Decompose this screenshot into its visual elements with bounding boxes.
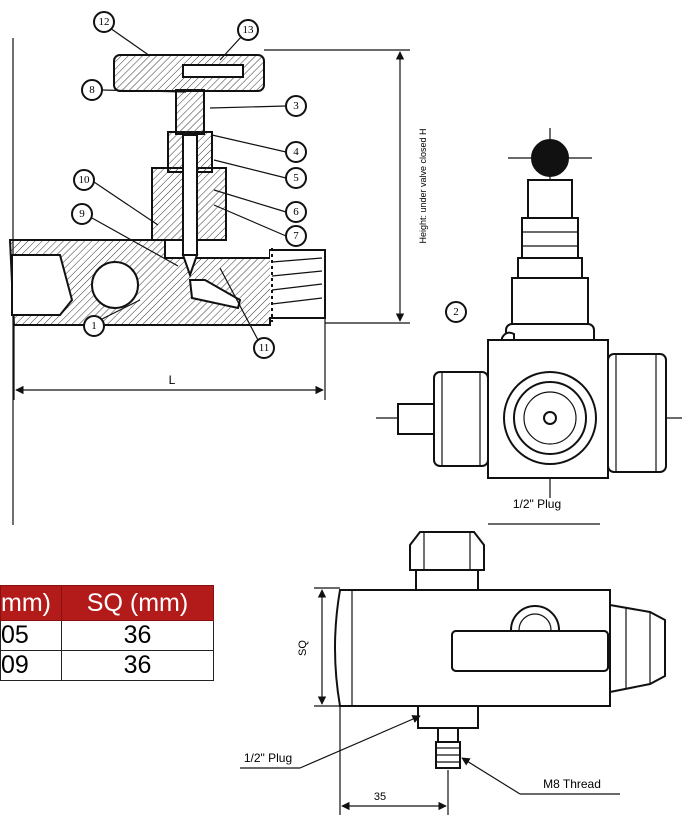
- callout-9: 9: [71, 203, 93, 225]
- dimension-H-label: Height: under valve closed H: [418, 128, 428, 243]
- table-cell: 36: [60, 620, 214, 651]
- dimension-35: 35: [339, 706, 449, 815]
- plug-hex-top: [409, 531, 485, 571]
- callout-2: 2: [445, 301, 467, 323]
- dimension-L: L: [13, 318, 326, 400]
- svg-text:2: 2: [453, 306, 459, 318]
- callout-6: 6: [285, 201, 307, 223]
- callout-13: 13: [237, 19, 259, 41]
- stem-upper: [175, 89, 205, 135]
- dimension-SQ: SQ: [297, 587, 340, 707]
- right-port: [270, 249, 326, 319]
- svg-text:6: 6: [293, 206, 299, 218]
- table-header-cell: SQ (mm): [60, 585, 214, 621]
- plug-bottom-label: 1/2" Plug: [244, 751, 292, 765]
- thread-label: M8 Thread: [543, 777, 601, 791]
- svg-text:10: 10: [79, 174, 91, 186]
- stem-top: [527, 179, 573, 219]
- handle-knob-end: [531, 139, 569, 177]
- bonnet-ring: [517, 257, 583, 279]
- stem: [182, 134, 198, 256]
- dimension-table: mm) SQ (mm) 05 36 09 36: [0, 585, 214, 681]
- table-header-row: mm) SQ (mm): [0, 585, 214, 621]
- table-cell: 05: [0, 620, 62, 651]
- callouts: 12 13 8 3 4 5 6 7 10 9 11 1 2: [71, 11, 467, 359]
- bottom-view: [334, 531, 666, 769]
- bonnet-upper: [511, 277, 589, 325]
- callout-3: 3: [285, 95, 307, 117]
- plug-bottom: [417, 705, 479, 729]
- dimension-35-label: 35: [374, 791, 386, 803]
- svg-text:13: 13: [243, 24, 255, 36]
- svg-text:7: 7: [293, 230, 299, 242]
- set-screw: [182, 64, 244, 78]
- table-cell: 09: [0, 650, 62, 681]
- callout-7: 7: [285, 225, 307, 247]
- callout-8: 8: [81, 79, 103, 101]
- packing-nut-hex: [521, 217, 579, 259]
- dimension-H: Height: under valve closed H: [264, 49, 428, 324]
- callout-10: 10: [73, 169, 95, 191]
- right-connector-side: [609, 603, 666, 694]
- callout-11: 11: [253, 337, 275, 359]
- dimension-L-label: L: [169, 373, 176, 387]
- left-port-thread: [11, 254, 74, 316]
- svg-text:9: 9: [79, 208, 85, 220]
- dimension-SQ-label: SQ: [297, 640, 309, 656]
- sectional-view: [8, 54, 326, 326]
- svg-text:3: 3: [293, 100, 299, 112]
- callout-1: 1: [83, 315, 105, 337]
- svg-text:1: 1: [91, 320, 97, 332]
- table-row: 09 36: [0, 650, 214, 681]
- svg-text:8: 8: [89, 84, 95, 96]
- right-hex-port: [607, 353, 667, 473]
- callout-12: 12: [93, 11, 115, 33]
- svg-text:5: 5: [293, 172, 299, 184]
- callout-4: 4: [285, 141, 307, 163]
- table-cell: 36: [60, 650, 214, 681]
- callout-leaders: [91, 27, 287, 341]
- svg-text:4: 4: [293, 146, 299, 158]
- needle-tip: [181, 254, 199, 279]
- front-view: [376, 128, 682, 498]
- table-row: 05 36: [0, 620, 214, 651]
- callout-5: 5: [285, 167, 307, 189]
- svg-text:11: 11: [259, 342, 270, 354]
- table-header-cell: mm): [0, 585, 62, 621]
- left-connector: [397, 403, 435, 435]
- svg-text:12: 12: [99, 16, 110, 28]
- plug-top-label: 1/2" Plug: [513, 497, 561, 511]
- body-bore: [91, 261, 139, 309]
